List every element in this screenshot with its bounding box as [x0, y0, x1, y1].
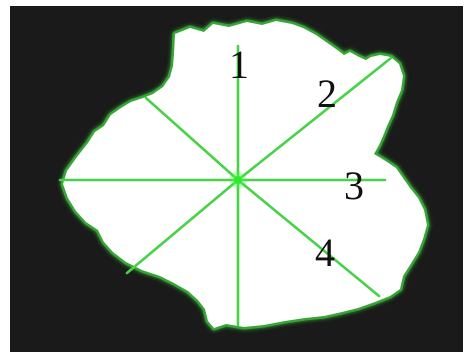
label-3: 3: [344, 163, 364, 208]
center-point: [234, 176, 242, 184]
label-4: 4: [315, 230, 335, 275]
label-1: 1: [229, 42, 249, 87]
label-2: 2: [317, 71, 337, 116]
